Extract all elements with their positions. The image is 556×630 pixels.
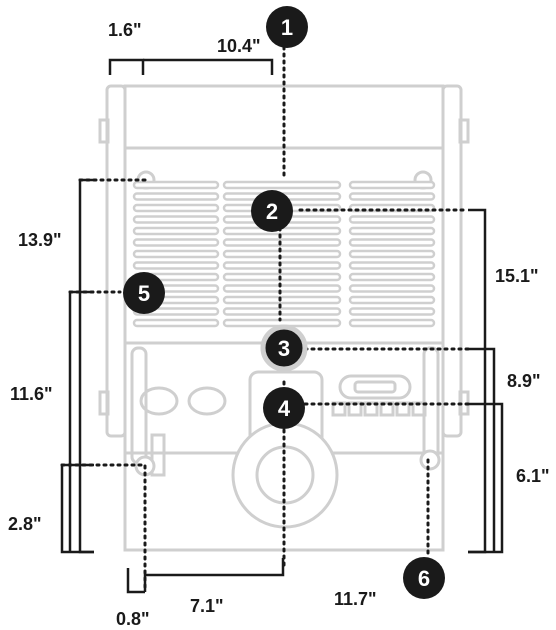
grille-slat — [222, 295, 342, 305]
grille-slat — [222, 284, 342, 293]
grille-slat — [222, 272, 342, 282]
dimension-labels: 1.6" 10.4" 13.9" 15.1" 11.6" 8.9" 6.1" 2… — [8, 20, 550, 629]
dimension-label-4: 15.1" — [495, 266, 539, 286]
marker-4-label: 4 — [278, 396, 291, 421]
marker-4: 4 — [263, 387, 305, 429]
marker-1: 1 — [266, 6, 308, 48]
dimension-label-5: 11.6" — [10, 384, 53, 404]
grille-slat — [132, 226, 220, 236]
marker-5: 5 — [123, 272, 165, 314]
grille-slat — [222, 238, 342, 247]
grille-slat — [132, 180, 220, 190]
grille-slat — [132, 215, 220, 224]
grille-slat — [222, 261, 342, 270]
dimension-label-9: 0.8" — [116, 609, 150, 629]
marker-6-label: 6 — [418, 566, 430, 591]
marker-3: 3 — [260, 324, 308, 372]
grille-slat — [222, 180, 342, 190]
grille-slat — [348, 180, 436, 190]
dimension-label-7: 6.1" — [516, 466, 550, 486]
grille-slat — [348, 215, 436, 224]
dimension-label-1: 1.6" — [108, 20, 142, 40]
dimension-label-8: 2.8" — [8, 514, 42, 534]
grille-slat — [132, 238, 220, 247]
marker-5-label: 5 — [138, 281, 150, 306]
grille-slat — [132, 203, 220, 213]
marker-1-label: 1 — [281, 15, 293, 40]
grille-slat — [348, 238, 436, 247]
grille-slat — [132, 318, 220, 328]
marker-3-label: 3 — [278, 336, 290, 361]
dimension-lines — [60, 38, 504, 594]
grille-slat — [348, 226, 436, 236]
grille-slat — [348, 272, 436, 282]
grille-slat — [348, 249, 436, 259]
dimension-label-2: 10.4" — [217, 36, 261, 56]
grille-slat — [132, 249, 220, 259]
grille-slat — [348, 318, 436, 328]
grille-slats — [132, 180, 436, 328]
marker-2-label: 2 — [266, 199, 278, 224]
grille-slat — [348, 192, 436, 201]
grille-slat — [348, 261, 436, 270]
grille-slat — [348, 295, 436, 305]
dimension-label-10: 7.1" — [190, 596, 224, 616]
grille-slat — [348, 284, 436, 293]
dimension-label-3: 13.9" — [18, 230, 62, 250]
grille-slat — [222, 307, 342, 316]
dimension-label-11: 11.7" — [334, 589, 377, 609]
grille-slat — [132, 192, 220, 201]
dimension-label-6: 8.9" — [507, 371, 541, 391]
grille-slat — [348, 307, 436, 316]
marker-2: 2 — [251, 190, 293, 232]
grille-slat — [132, 261, 220, 270]
grille-slat — [222, 249, 342, 259]
marker-6: 6 — [403, 557, 445, 599]
